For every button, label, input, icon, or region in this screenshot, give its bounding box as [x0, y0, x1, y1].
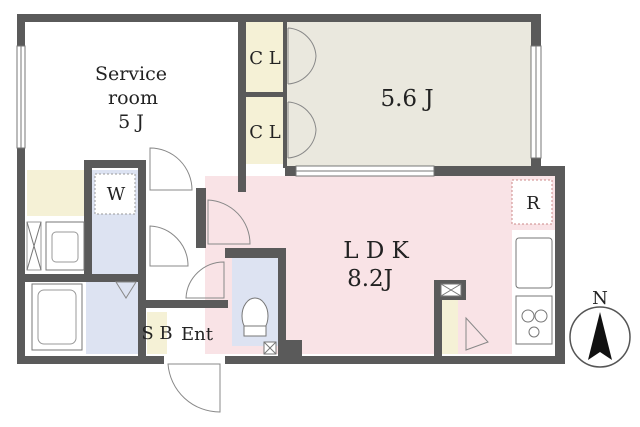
kitchen-sink: [515, 237, 553, 289]
ldk-label-line1: L D K: [343, 238, 409, 264]
closet-lower-label: C L: [249, 122, 280, 143]
service-room-floor: [27, 22, 240, 168]
ldk-label-line2: 8.2J: [347, 266, 393, 292]
closet-upper-floor: [245, 22, 285, 92]
compass-label: N: [592, 288, 608, 309]
storage-floor: [27, 170, 85, 216]
bathroom-floor: [86, 282, 138, 354]
refrigerator-space: [511, 179, 553, 225]
service-room-label-line1: Service: [95, 63, 167, 85]
shoebox-floor: [147, 312, 167, 354]
refrigerator-label: R: [526, 193, 540, 214]
fixtures: [26, 173, 553, 355]
service-room-label-line2: room: [108, 87, 158, 109]
windows: [16, 45, 542, 177]
service-room-label-line3: 5 J: [118, 111, 144, 133]
bedroom-floor: [285, 22, 531, 168]
washer-space: [94, 173, 136, 215]
closet-lower-floor: [245, 96, 285, 164]
north-arrow-icon: [588, 312, 612, 360]
doors: [149, 27, 489, 413]
washer-label: W: [107, 184, 126, 205]
compass: N: [569, 288, 631, 368]
shoe-box-label: S B: [141, 323, 172, 344]
bathtub: [31, 283, 83, 351]
closet-upper-label: C L: [249, 48, 280, 69]
entrance-label: Ent: [181, 324, 214, 345]
bedroom-label: 5.6 J: [380, 86, 433, 112]
pantry-floor: [442, 300, 458, 354]
